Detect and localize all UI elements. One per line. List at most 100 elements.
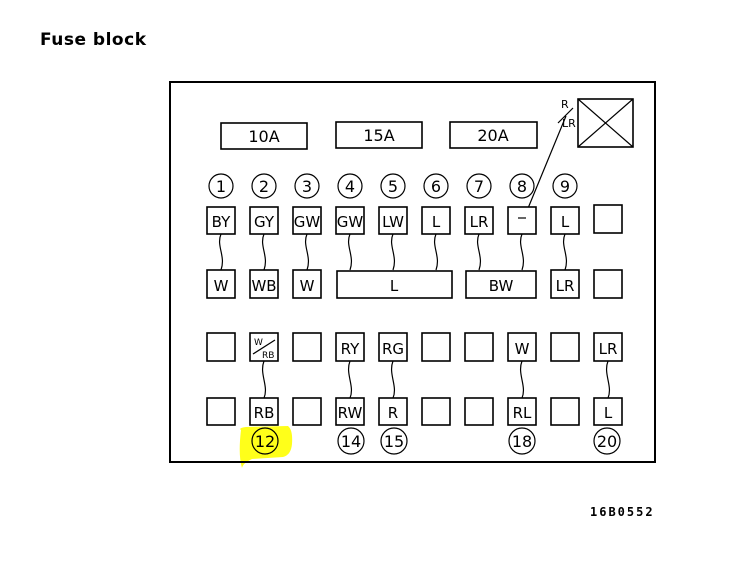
svg-text:RB: RB [254, 404, 275, 422]
svg-text:7: 7 [474, 177, 484, 196]
svg-text:W: W [254, 338, 263, 348]
svg-text:4: 4 [345, 177, 355, 196]
svg-text:LW: LW [382, 213, 404, 231]
svg-text:15: 15 [384, 432, 404, 451]
row3-terminal-18: W [507, 332, 537, 362]
bottom-number-20: 20 [593, 427, 621, 455]
row2-terminal-1: W [206, 269, 236, 299]
bottom-number-15: 15 [380, 427, 408, 455]
wires-row3-row4 [261, 360, 611, 399]
svg-text:18: 18 [512, 432, 532, 451]
row2-terminal-9: LR [550, 269, 580, 299]
relay-label-r: R [561, 98, 569, 111]
row1-terminal-1: BY [206, 206, 236, 235]
row2-terminal-2: WB [249, 269, 279, 299]
bottom-number-14: 14 [337, 427, 365, 455]
svg-text:BY: BY [212, 213, 231, 231]
row3-terminal-13 [292, 332, 322, 362]
row2-terminal-3: W [292, 269, 322, 299]
top-number-8: 8 [509, 173, 535, 199]
row2-bus-bw: BW [465, 270, 537, 299]
row3-terminal-14: RY [335, 332, 365, 362]
top-number-1: 1 [208, 173, 234, 199]
svg-text:5: 5 [388, 177, 398, 196]
fuse-rating-10a: 10A [220, 122, 308, 150]
row4-terminal-17 [464, 397, 494, 426]
row1-terminal-2: GY [249, 206, 279, 235]
svg-text:RY: RY [341, 340, 360, 358]
row1-terminal-8 [507, 206, 537, 235]
svg-text:L: L [432, 213, 441, 231]
svg-text:L: L [390, 277, 399, 295]
svg-text:GY: GY [254, 213, 275, 231]
svg-text:8: 8 [517, 177, 527, 196]
wires-row1-row2 [218, 233, 568, 271]
relay-label-lr: LR [562, 117, 576, 130]
row4-terminal-15: R [378, 397, 408, 426]
row1-terminal-10 [593, 204, 623, 234]
svg-text:20: 20 [597, 432, 617, 451]
top-number-7: 7 [466, 173, 492, 199]
svg-text:GW: GW [337, 213, 364, 231]
svg-text:L: L [604, 404, 613, 422]
row1-terminal-3: GW [292, 206, 322, 235]
svg-text:LR: LR [599, 340, 618, 358]
row4-terminal-20: L [593, 397, 623, 426]
bottom-number-18: 18 [508, 427, 536, 455]
svg-text:LR: LR [556, 277, 575, 295]
svg-text:R: R [388, 404, 398, 422]
row3-terminal-19 [550, 332, 580, 362]
row4-terminal-12: RB [249, 397, 279, 426]
top-number-9: 9 [552, 173, 578, 199]
svg-text:2: 2 [259, 177, 269, 196]
row1-terminal-4: GW [335, 206, 365, 235]
row2-bus-l: L [336, 270, 453, 299]
row3-terminal-12: W RB [249, 332, 279, 362]
svg-text:L: L [561, 213, 570, 231]
svg-text:RL: RL [513, 404, 532, 422]
row4-terminal-18: RL [507, 397, 537, 426]
svg-text:9: 9 [560, 177, 570, 196]
top-number-3: 3 [294, 173, 320, 199]
row3-terminal-16 [421, 332, 451, 362]
svg-text:RG: RG [382, 340, 404, 358]
row1-terminal-5: LW [378, 206, 408, 235]
svg-text:W: W [515, 340, 530, 358]
svg-text:W: W [214, 277, 229, 295]
fuse-rating-15a: 15A [335, 121, 423, 149]
bottom-number-12: 12 [251, 427, 279, 455]
svg-text:RW: RW [338, 404, 363, 422]
svg-text:WB: WB [251, 277, 276, 295]
svg-text:15A: 15A [363, 126, 394, 145]
svg-text:LR: LR [470, 213, 489, 231]
figure-code: 16B0552 [590, 505, 655, 519]
row4-terminal-13 [292, 397, 322, 426]
diagram-title: Fuse block [40, 30, 147, 50]
svg-text:GW: GW [294, 213, 321, 231]
row2-terminal-10 [593, 269, 623, 299]
row4-terminal-11 [206, 397, 236, 426]
svg-text:10A: 10A [248, 127, 279, 146]
svg-text:20A: 20A [477, 126, 508, 145]
row3-terminal-17 [464, 332, 494, 362]
svg-text:12: 12 [255, 432, 275, 451]
relay-lead-line [523, 115, 567, 219]
fuse-block-frame [169, 81, 656, 463]
fuse-rating-20a: 20A [449, 121, 538, 149]
relay-box [577, 98, 634, 148]
relay-label-slash [557, 107, 574, 124]
row3-terminal-11 [206, 332, 236, 362]
top-number-6: 6 [423, 173, 449, 199]
svg-text:14: 14 [341, 432, 361, 451]
svg-text:1: 1 [216, 177, 226, 196]
top-number-5: 5 [380, 173, 406, 199]
top-number-4: 4 [337, 173, 363, 199]
svg-text:W: W [300, 277, 315, 295]
top-number-2: 2 [251, 173, 277, 199]
svg-text:BW: BW [489, 277, 514, 295]
row1-terminal-9: L [550, 206, 580, 235]
row4-terminal-16 [421, 397, 451, 426]
row3-terminal-15: RG [378, 332, 408, 362]
svg-text:6: 6 [431, 177, 441, 196]
